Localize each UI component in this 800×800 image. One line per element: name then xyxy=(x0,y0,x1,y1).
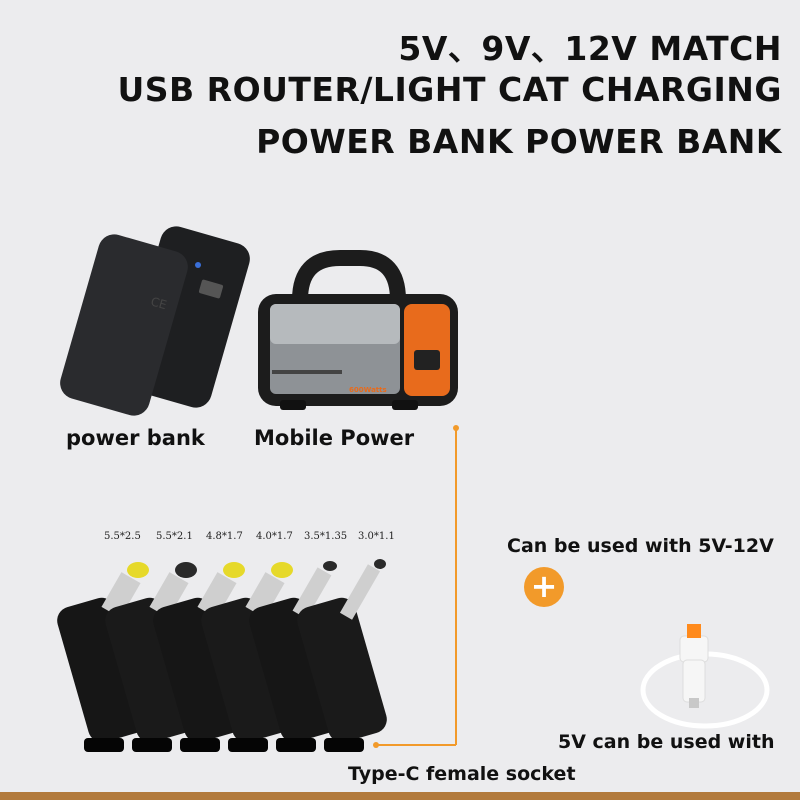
headline-line-2: USB ROUTER/LIGHT CAT CHARGING xyxy=(117,70,782,109)
size-label: 4.8*1.7 xyxy=(206,531,243,542)
voltage-range-label: Can be used with 5V-12V xyxy=(507,535,774,557)
headline-line-1: 5V、9V、12V MATCH xyxy=(398,29,782,68)
connector-line xyxy=(373,425,459,748)
plus-icon: + xyxy=(524,567,564,607)
svg-text:CE: CE xyxy=(149,294,168,312)
power-bank-image: CE xyxy=(60,226,250,416)
mobile-power-badge: 600Watts xyxy=(349,386,387,394)
size-label: 5.5*2.5 xyxy=(104,531,141,542)
size-label: 5.5*2.1 xyxy=(156,531,193,542)
size-label: 4.0*1.7 xyxy=(256,531,293,542)
bottom-bar xyxy=(0,792,800,800)
cable-label: 5V can be used with xyxy=(558,731,775,753)
power-bank-label: power bank xyxy=(66,426,205,450)
size-label: 3.5*1.35 xyxy=(304,531,348,542)
mobile-power-label: Mobile Power xyxy=(254,426,415,450)
dc-adapter-group xyxy=(57,559,387,752)
mobile-power-image: 600Watts xyxy=(258,250,458,410)
size-label: 3.0*1.1 xyxy=(358,531,395,542)
socket-label: Type-C female socket xyxy=(348,763,576,785)
headline-line-3: POWER BANK POWER BANK xyxy=(256,122,782,161)
usb-cable-image xyxy=(640,624,770,729)
